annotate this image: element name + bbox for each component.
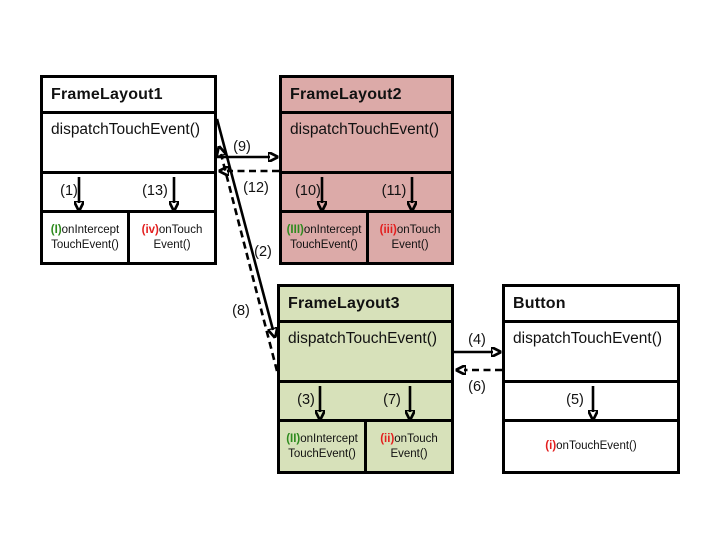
framelayout1-title: FrameLayout1 (51, 85, 163, 103)
step-label-10: (10) (295, 183, 321, 199)
framelayout3-ontouchevent-cell: (ii)onTouch Event() (380, 432, 438, 460)
step-roman-II: (II) (286, 432, 301, 445)
framelayout2-ontouchevent-cell: (iii)onTouch Event() (379, 223, 441, 251)
step-label-5: (5) (566, 392, 584, 408)
step-label-13: (13) (142, 183, 168, 199)
step-roman-I: (I) (50, 223, 62, 236)
button-methods-row: (i)onTouchEvent() (505, 419, 677, 471)
connector-label-6: (6) (468, 379, 486, 395)
framelayout3-dispatch-method: dispatchTouchEvent() (280, 320, 451, 380)
connector-label-8: (8) (232, 303, 250, 319)
framelayout3-title: FrameLayout3 (288, 294, 400, 312)
framelayout2-onintercepttouchevent-cell: (III)onIntercept TouchEvent() (282, 213, 369, 262)
step-label-7: (7) (383, 392, 401, 408)
button-branch-row: (5) (505, 380, 677, 419)
framelayout2-box: FrameLayout2 dispatchTouchEvent() (10) (… (279, 75, 454, 265)
connector-label-12: (12) (243, 180, 269, 196)
framelayout2-dispatch-method: dispatchTouchEvent() (282, 111, 451, 171)
framelayout3-methods-row: (II)onIntercept TouchEvent() (ii)onTouch… (280, 419, 451, 471)
framelayout2-title: FrameLayout2 (290, 85, 402, 103)
framelayout3-branch-row: (3) (7) (280, 380, 451, 419)
step-roman-ii: (ii) (380, 432, 395, 445)
button-ontouchevent-cell: (i)onTouchEvent() (545, 440, 637, 453)
step-label-1: (1) (60, 183, 78, 199)
framelayout1-box: FrameLayout1 dispatchTouchEvent() (1) (1… (40, 75, 217, 265)
step-roman-III: (III) (286, 223, 304, 236)
step-label-11: (11) (381, 183, 407, 199)
framelayout1-ontouchevent-cell: (iv)onTouch Event() (141, 223, 203, 251)
connector-label-2: (2) (254, 244, 272, 260)
step-label-3: (3) (297, 392, 315, 408)
framelayout1-dispatch-method: dispatchTouchEvent() (43, 111, 214, 171)
framelayout3-onintercepttouchevent-cell: (II)onIntercept TouchEvent() (280, 422, 367, 471)
framelayout2-branch-row: (10) (11) (282, 171, 451, 210)
button-dispatch-method: dispatchTouchEvent() (505, 320, 677, 380)
framelayout1-branch-row: (1) (13) (43, 171, 214, 210)
step-roman-iv: (iv) (141, 223, 159, 236)
connector-label-4: (4) (468, 332, 486, 348)
framelayout2-methods-row: (III)onIntercept TouchEvent() (iii)onTou… (282, 210, 451, 262)
framelayout3-box: FrameLayout3 dispatchTouchEvent() (3) (7… (277, 284, 454, 474)
step-roman-iii: (iii) (379, 223, 397, 236)
framelayout1-onintercepttouchevent-cell: (I)onIntercept TouchEvent() (43, 213, 130, 262)
connector-label-9: (9) (233, 139, 251, 155)
step-roman-i: (i) (545, 440, 557, 453)
button-box: Button dispatchTouchEvent() (5) (i)onTou… (502, 284, 680, 474)
button-title: Button (513, 294, 566, 312)
framelayout1-methods-row: (I)onIntercept TouchEvent() (iv)onTouch … (43, 210, 214, 262)
